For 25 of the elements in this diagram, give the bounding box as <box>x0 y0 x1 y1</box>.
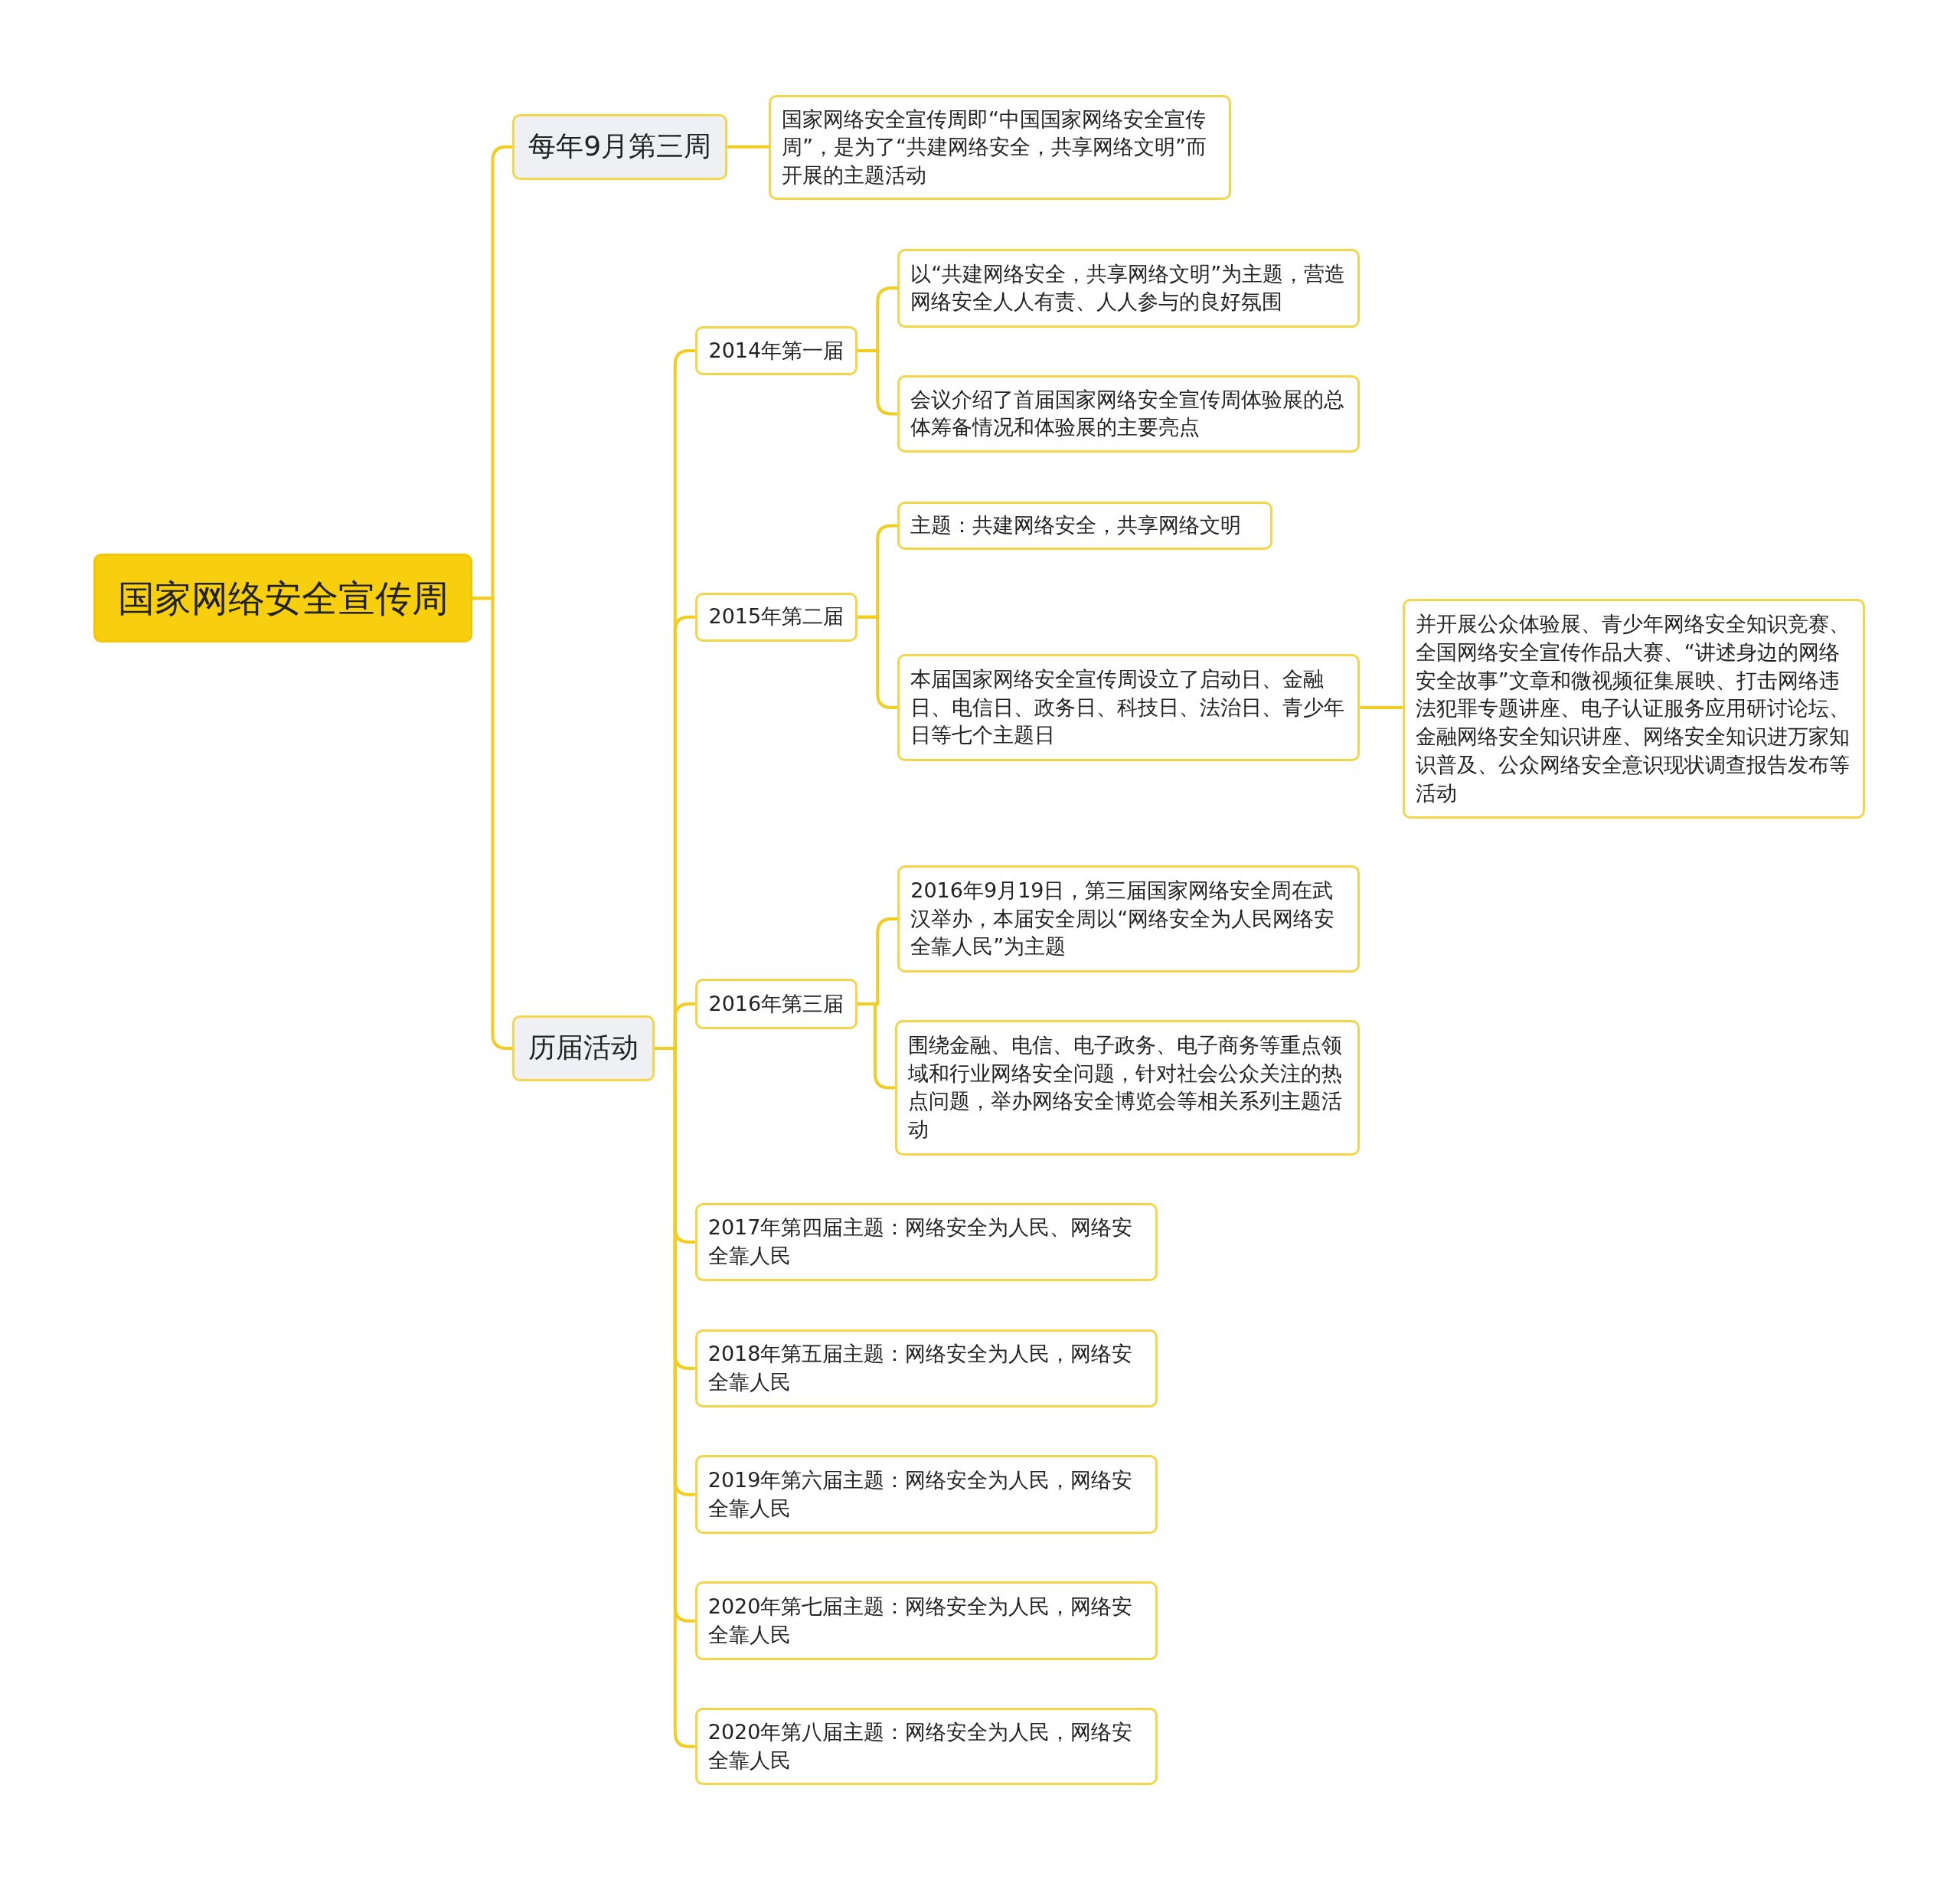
topic-box: 2020年第七届主题：网络安全为人民，网络安全靠人民 <box>694 1581 1158 1661</box>
topic-box: 2016年第三届 <box>694 979 858 1029</box>
topic-box: 以“共建网络安全，共享网络文明”为主题，营造网络安全人人有责、人人参与的良好氛围 <box>897 248 1361 328</box>
topic-box: 2015年第二届 <box>694 592 858 642</box>
connector-line <box>1360 706 1403 710</box>
topic-box: 国家网络安全宣传周即“中国国家网络安全宣传周”，是为了“共建网络安全，共享网络文明”而开展的主题活动 <box>769 95 1232 201</box>
root-topic-box: 国家网络安全宣传周 <box>93 554 473 643</box>
topic-box: 围绕金融、电信、电子政务、电子商务等重点领域和行业网络安全问题，针对社会公众关注的热点问题，举办网络安全博览会等相关系列主题活动 <box>894 1020 1361 1156</box>
topic-box: 2016年9月19日，第三届国家网络安全周在武汉举办，本届安全周以“网络安全为人民网络安全靠人民”为主题 <box>897 865 1361 973</box>
topic-box: 2014年第一届 <box>694 326 858 375</box>
topic-box: 2017年第四届主题：网络安全为人民、网络安全靠人民 <box>694 1202 1158 1282</box>
topic-box: 2018年第五届主题：网络安全为人民，网络安全靠人民 <box>694 1329 1158 1408</box>
connector-line <box>858 348 898 416</box>
branch-topic-box: 历届活动 <box>512 1015 655 1082</box>
topic-box: 2020年第八届主题：网络安全为人民，网络安全靠人民 <box>694 1708 1158 1786</box>
branch-topic-box: 每年9月第三周 <box>512 113 728 181</box>
topic-box: 本届国家网络安全宣传周设立了启动日、金融日、电信日、政务日、科技日、法治日、青少年日等七个主题日 <box>897 653 1361 762</box>
topic-box: 会议介绍了首届国家网络安全宣传周体验展的总体筹备情况和体验展的主要亮点 <box>897 374 1361 453</box>
topic-box: 并开展公众体验展、青少年网络安全知识竞赛、全国网络安全宣传作品大赛、“讲述身边的网络安全故事”文章和微视频征集展映、打击网络违法犯罪专题讲座、电子认证服务应用研讨论坛、金融网络安全知识讲座、网络安全知识进万家知识普及、公众网络安全意识现状调查报告发布等活动 <box>1402 599 1865 819</box>
connector-line <box>858 1002 895 1090</box>
topic-box: 主题：共建网络安全，共享网络文明 <box>897 501 1272 551</box>
topic-box: 2019年第六届主题：网络安全为人民，网络安全靠人民 <box>694 1455 1158 1535</box>
connector-line <box>472 597 513 1050</box>
connector-line <box>858 615 898 710</box>
connector-line <box>727 145 769 149</box>
